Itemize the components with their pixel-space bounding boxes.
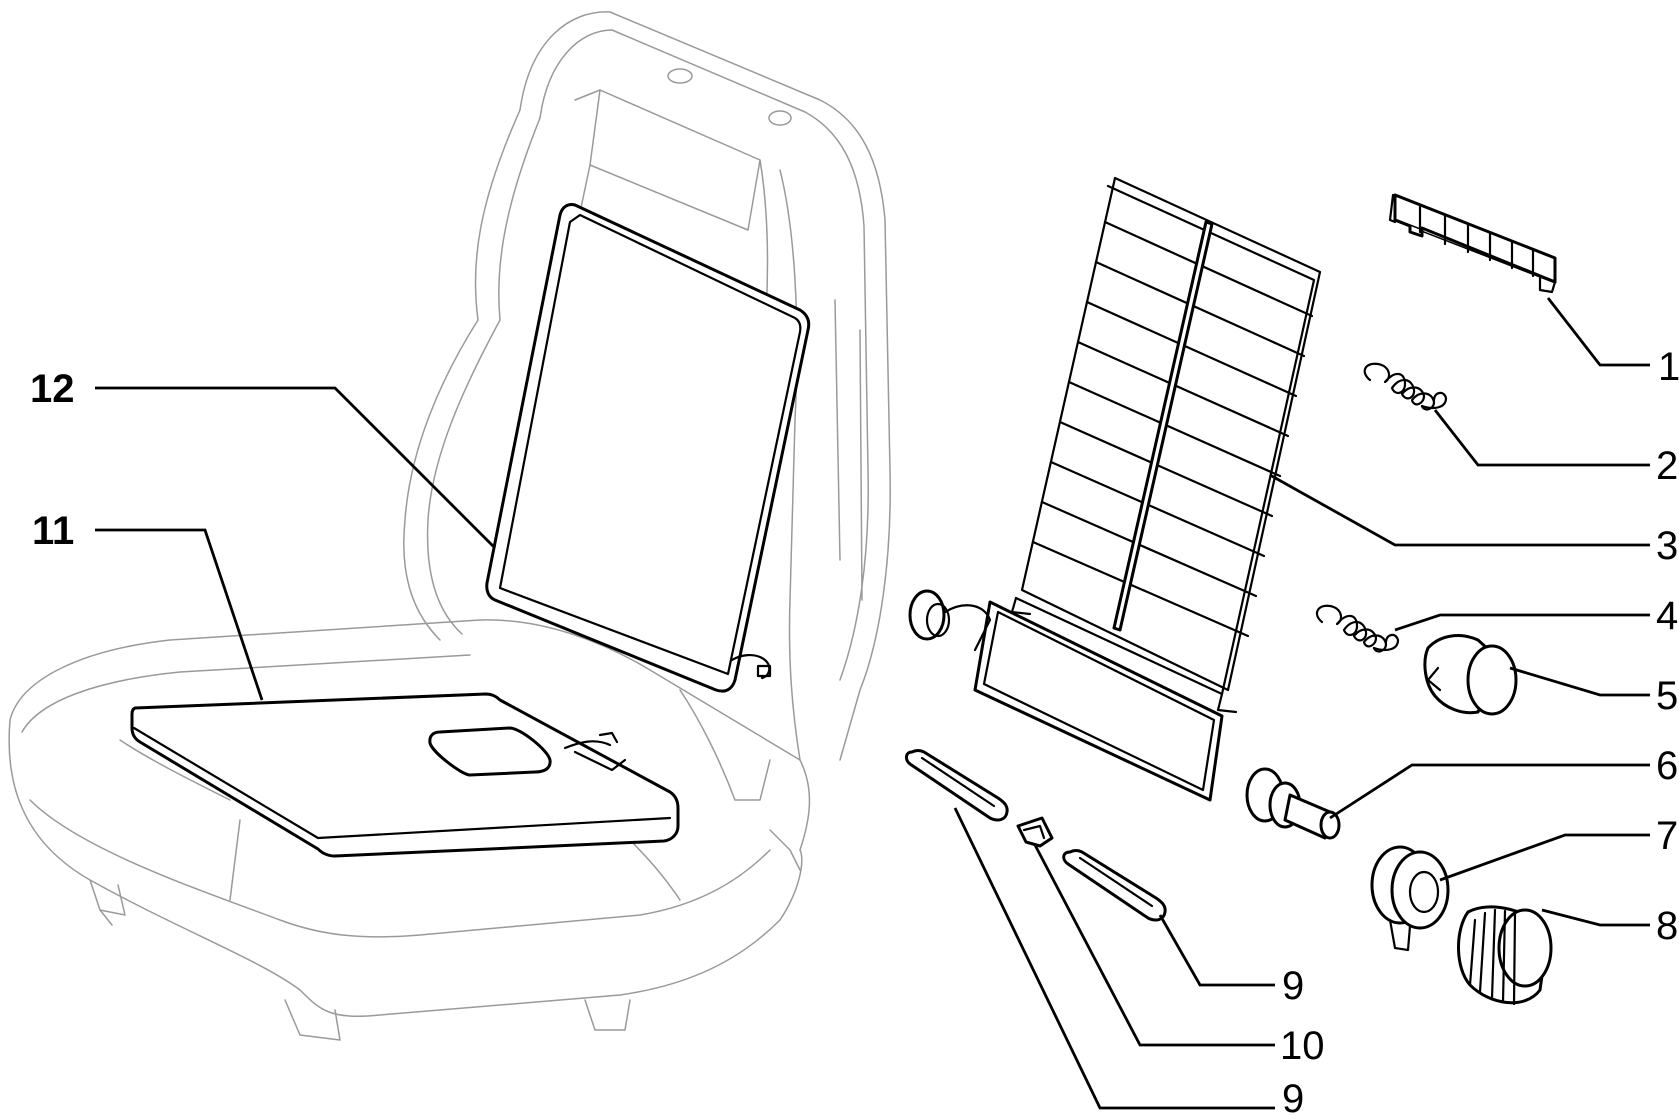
seat-ghost-outline [8, 11, 891, 1041]
callout-1: 1 [1658, 345, 1679, 389]
callout-numbers: 1 2 3 4 5 6 7 8 9 10 9 11 12 [30, 345, 1679, 1116]
clip-part-10 [1016, 816, 1054, 848]
seat-cushion-pad-part-11 [130, 692, 680, 858]
clip-strip-part-1 [1388, 193, 1557, 294]
callout-8: 8 [1656, 904, 1678, 948]
callout-5: 5 [1656, 674, 1678, 718]
backrest-pad-part-12 [485, 203, 811, 693]
wire-mesh-part-3 [1010, 176, 1322, 714]
ribbed-knob-part-8 [1457, 905, 1553, 1006]
knob-housing-part-5 [1423, 634, 1518, 716]
callout-6: 6 [1656, 744, 1678, 788]
spring-part-2 [1363, 362, 1448, 411]
callout-3: 3 [1656, 524, 1678, 568]
callout-4: 4 [1656, 594, 1678, 638]
callout-12: 12 [30, 367, 75, 411]
callout-2: 2 [1656, 444, 1678, 488]
spring-part-4 [1315, 604, 1400, 653]
callout-10: 10 [1280, 1024, 1325, 1068]
leader-lines [95, 297, 1650, 1110]
oval-ring-part-9-upper [905, 749, 1009, 822]
lumbar-bar-part-6 [908, 589, 1341, 840]
oval-ring-part-9-lower [1062, 849, 1167, 922]
callout-9-upper: 9 [1282, 964, 1304, 1008]
callout-9-lower: 9 [1282, 1077, 1304, 1116]
callout-11: 11 [32, 509, 74, 553]
bushing-part-7 [1370, 845, 1450, 952]
callout-7: 7 [1656, 814, 1678, 858]
